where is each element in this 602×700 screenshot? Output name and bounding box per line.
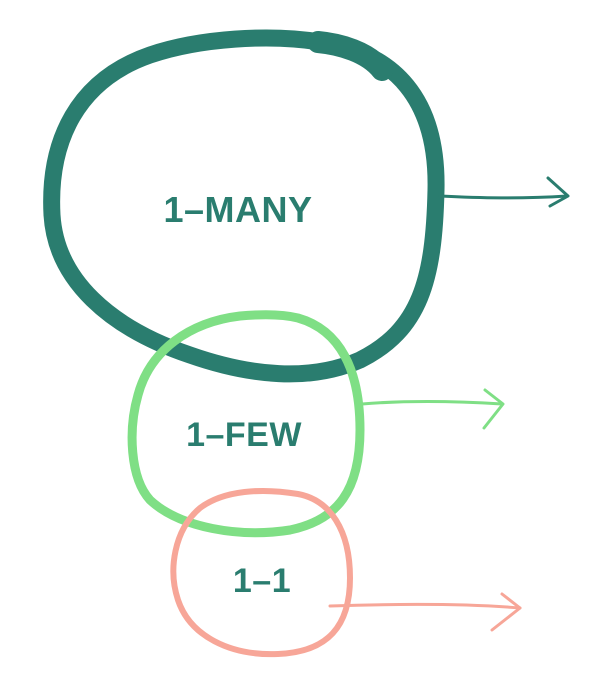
- circle-1-many-outline: [43, 29, 445, 383]
- circle-1-many-overlap-stroke: [307, 31, 393, 81]
- arrow-1-few-head: [482, 388, 505, 430]
- circle-1-many: 1–MANY: [43, 29, 570, 383]
- label-1-1: 1–1: [233, 562, 291, 600]
- label-1-few: 1–FEW: [186, 416, 302, 454]
- circle-1-few: 1–FEW: [127, 310, 505, 538]
- arrow-1-1-head: [490, 592, 522, 632]
- circle-1-few-outline: [127, 310, 365, 538]
- arrow-1-many-head: [546, 176, 570, 208]
- arrow-1-many-shaft: [438, 194, 569, 200]
- label-1-many: 1–MANY: [163, 189, 312, 230]
- circle-1-1-outline: [170, 488, 353, 658]
- arrow-1-few-shaft: [360, 399, 504, 406]
- circle-1-1: 1–1: [170, 488, 522, 658]
- arrow-1-1-shaft: [328, 602, 522, 610]
